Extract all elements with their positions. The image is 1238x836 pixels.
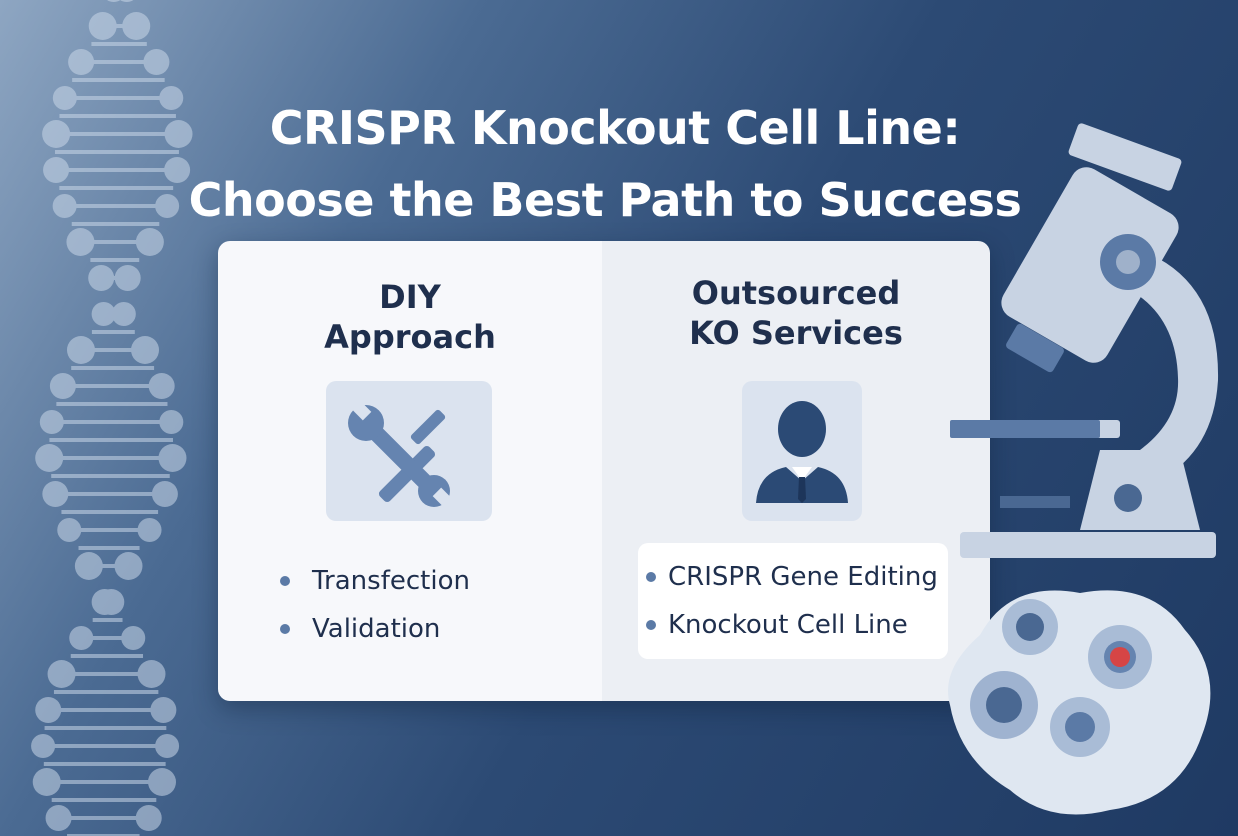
page-title-line1: CRISPR Knockout Cell Line: <box>269 100 961 155</box>
microscope-icon <box>950 123 1219 558</box>
list-item: Knockout Cell Line <box>646 601 938 649</box>
list-item: Transfection <box>280 557 470 605</box>
page-title-line2: Choose the Best Path to Success <box>188 172 1022 227</box>
list-item: CRISPR Gene Editing <box>646 553 938 601</box>
outsourced-heading-line1: Outsourced <box>691 274 901 312</box>
comparison-card: DIY Approach <box>218 241 990 701</box>
bullet-icon <box>646 572 656 582</box>
tools-icon <box>348 397 456 511</box>
bullet-icon <box>646 620 656 630</box>
diy-heading-line1: DIY <box>379 278 441 316</box>
list-item: Validation <box>280 605 470 653</box>
outsourced-heading-line2: KO Services <box>689 314 903 352</box>
bullet-icon <box>280 624 290 634</box>
outsourced-column: Outsourced KO Services CRISPR Gene Editi… <box>602 241 990 701</box>
diy-heading-line2: Approach <box>324 318 496 356</box>
outsourced-icon-tile <box>742 381 862 521</box>
diy-list: Transfection Validation <box>280 557 470 653</box>
outsourced-list: CRISPR Gene Editing Knockout Cell Line <box>646 553 938 649</box>
cells-icon <box>948 590 1211 815</box>
diy-column: DIY Approach <box>218 241 602 701</box>
bullet-icon <box>280 576 290 586</box>
scientist-person-icon <box>756 401 848 503</box>
diy-icon-tile <box>326 381 492 521</box>
outsourced-list-box: CRISPR Gene Editing Knockout Cell Line <box>638 543 948 659</box>
